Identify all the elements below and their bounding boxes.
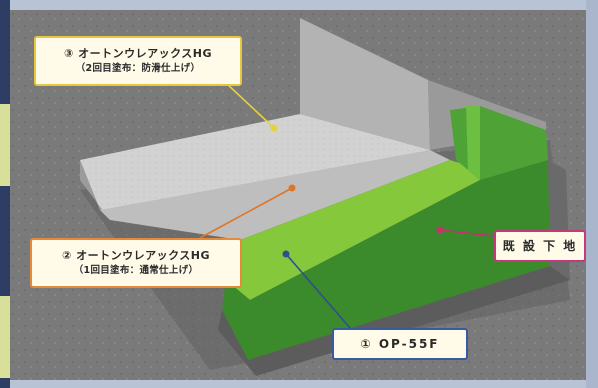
callout-layer-2: ② オートンウレアックスHG （1回目塗布：通常仕上げ） [30,238,242,288]
floor-wall-cutaway [10,10,586,380]
layer-2-green [226,160,480,300]
leader-dot-layer-3 [270,124,278,132]
callout-layer-1-title: ① OP-55F [360,337,440,351]
topcoat-layer-2 [100,150,450,240]
callout-layer-1: ① OP-55F [332,328,468,360]
coating-layer-illustration: ③ オートンウレアックスHG （2回目塗布：防滑仕上げ） ② オートンウレアック… [10,10,586,380]
left-edge-strip [0,0,10,388]
leader-line-layer-1 [285,253,351,329]
left-edge-marker [0,296,10,378]
callout-layer-3-note: （2回目塗布：防滑仕上げ） [75,63,201,74]
callout-layer-2-note: （1回目塗布：通常仕上げ） [73,265,199,276]
back-wall [300,18,430,150]
left-edge-marker [0,104,10,186]
leader-dot-layer-1 [282,250,290,258]
callout-layer-3-title: ③ オートンウレアックスHG [63,47,213,60]
leader-line-substrate [439,229,495,237]
wall-layer-bright [466,106,480,180]
right-edge-strip [586,0,598,388]
layer-1-green [222,160,550,360]
leader-line-layer-2 [199,187,293,239]
leader-dot-substrate [436,226,444,234]
topcoat-layer-3 [80,114,430,210]
callout-substrate: 既 設 下 地 [494,230,586,262]
callout-substrate-title: 既 設 下 地 [502,239,578,253]
substrate-front [218,266,570,376]
leader-dot-layer-2 [288,184,296,192]
callout-layer-3: ③ オートンウレアックスHG （2回目塗布：防滑仕上げ） [34,36,242,86]
callout-layer-2-title: ② オートンウレアックスHG [61,249,211,262]
